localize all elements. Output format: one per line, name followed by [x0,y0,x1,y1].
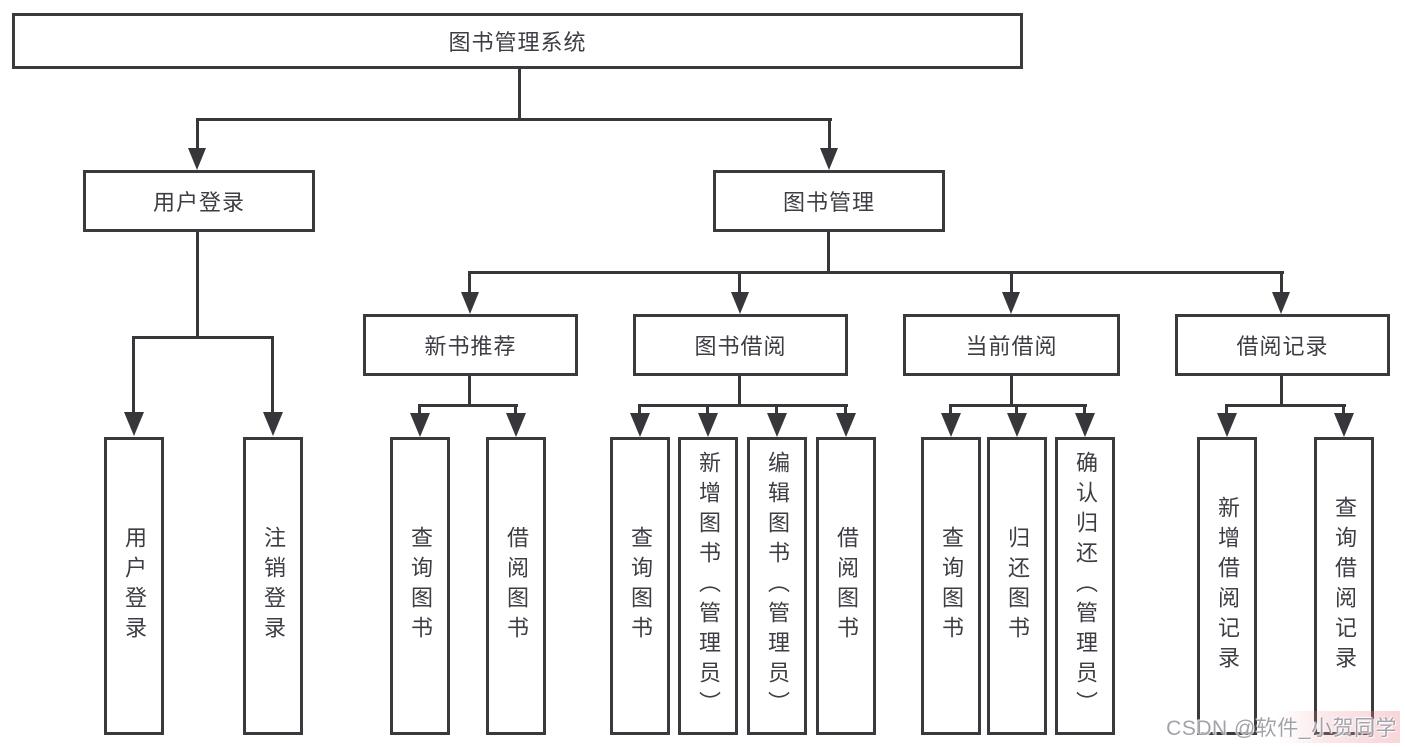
node-root: 图书管理系统 [12,13,1023,69]
node-borrow-records-label: 借阅记录 [1236,334,1329,359]
leaf-nb-borrow-books-label: 借阅图书 [504,526,529,646]
connector-borrow-records-bar [1225,404,1346,407]
leaf-cb-confirm-return: 确认归还（管理员） [1055,437,1115,735]
connector-leaf-drop [418,404,421,416]
arrow-down-icon [188,148,206,170]
arrow-down-icon [767,413,787,437]
leaf-logout: 注销登录 [243,437,303,735]
leaf-nb-borrow-books: 借阅图书 [486,437,546,735]
node-new-books: 新书推荐 [363,314,578,376]
connector-user-login-bar [132,336,274,339]
node-book-borrow: 图书借阅 [633,314,848,376]
connector-leaf-drop [844,404,847,416]
leaf-br-query-record-label: 查询借阅记录 [1332,496,1357,676]
node-book-borrow-label: 图书借阅 [694,334,787,359]
leaf-cb-query-books-label: 查询图书 [939,526,964,646]
leaf-bb-query-books-label: 查询图书 [628,526,653,646]
arrow-down-icon [1334,413,1354,437]
connector-module-drop [1010,271,1013,294]
arrow-down-icon [836,413,856,437]
connector-book-borrow-bar [638,404,848,407]
leaf-bb-borrow-books-label: 借阅图书 [834,526,859,646]
connector-leaf-drop [775,404,778,416]
arrow-down-icon [630,413,650,437]
leaf-bb-borrow-books: 借阅图书 [816,437,876,735]
arrow-down-icon [698,413,718,437]
connector-leaf-drop [949,404,952,416]
connector-new-books-bar [418,404,518,407]
arrow-down-icon [941,413,961,437]
connector-root-stem [518,69,521,118]
leaf-bb-edit-books-label: 编辑图书（管理员） [765,451,790,721]
connector-user-login-drop [196,118,199,150]
leaf-cb-confirm-return-label: 确认归还（管理员） [1073,451,1098,721]
connector-module-drop [738,271,741,294]
arrow-down-icon [731,292,749,314]
connector-book-borrow-stem [738,376,741,404]
connector-borrow-records-stem [1280,376,1283,404]
arrow-down-icon [1007,413,1027,437]
connector-book-mgmt-drop [828,118,831,150]
arrow-down-icon [820,148,838,170]
arrow-down-icon [263,412,283,436]
connector-current-borrow-bar [949,404,1087,407]
arrow-down-icon [506,413,526,437]
leaf-br-add-record-label: 新增借阅记录 [1215,496,1240,676]
connector-module-drop [468,271,471,294]
leaf-br-query-record: 查询借阅记录 [1314,437,1374,735]
node-new-books-label: 新书推荐 [424,334,517,359]
leaf-cb-return-books-label: 归还图书 [1005,526,1030,646]
node-root-label: 图书管理系统 [448,30,587,55]
leaf-bb-add-books: 新增图书（管理员） [678,437,738,735]
connector-user-login-stem [196,232,199,336]
arrow-down-icon [1272,292,1290,314]
connector-leaf-drop [271,336,274,414]
node-user-login-branch: 用户登录 [83,170,315,232]
leaf-user-login-label: 用户登录 [122,526,147,646]
leaf-nb-query-books-label: 查询图书 [408,526,433,646]
connector-book-mgmt-bar [468,271,1284,274]
node-book-mgmt-branch-label: 图书管理 [782,190,875,215]
node-borrow-records: 借阅记录 [1175,314,1390,376]
connector-new-books-stem [468,376,471,404]
node-current-borrow-label: 当前借阅 [965,334,1058,359]
connector-leaf-drop [132,336,135,414]
connector-leaf-drop [706,404,709,416]
node-current-borrow: 当前借阅 [903,314,1120,376]
arrow-down-icon [124,412,144,436]
leaf-cb-query-books: 查询图书 [921,437,981,735]
leaf-logout-label: 注销登录 [261,526,286,646]
leaf-bb-query-books: 查询图书 [610,437,670,735]
leaf-bb-add-books-label: 新增图书（管理员） [696,451,721,721]
leaf-nb-query-books: 查询图书 [390,437,450,735]
connector-leaf-drop [1083,404,1086,416]
leaf-cb-return-books: 归还图书 [987,437,1047,735]
connector-root-bar [196,118,832,121]
connector-leaf-drop [514,404,517,416]
node-user-login-branch-label: 用户登录 [152,190,245,215]
arrow-down-icon [1002,292,1020,314]
connector-leaf-drop [1342,404,1345,416]
connector-leaf-drop [638,404,641,416]
arrow-down-icon [1075,413,1095,437]
connector-module-drop [1280,271,1283,294]
leaf-bb-edit-books: 编辑图书（管理员） [747,437,807,735]
arrow-down-icon [461,292,479,314]
arrow-down-icon [410,413,430,437]
node-book-mgmt-branch: 图书管理 [713,170,945,232]
csdn-watermark: CSDN @软件_小贺同学 [1163,711,1400,743]
connector-current-borrow-stem [1010,376,1013,404]
connector-book-mgmt-stem [827,232,830,271]
csdn-watermark-text: CSDN @软件_小贺同学 [1166,717,1397,740]
connector-leaf-drop [1015,404,1018,416]
leaf-user-login: 用户登录 [104,437,164,735]
arrow-down-icon [1217,413,1237,437]
connector-leaf-drop [1225,404,1228,416]
leaf-br-add-record: 新增借阅记录 [1197,437,1257,735]
